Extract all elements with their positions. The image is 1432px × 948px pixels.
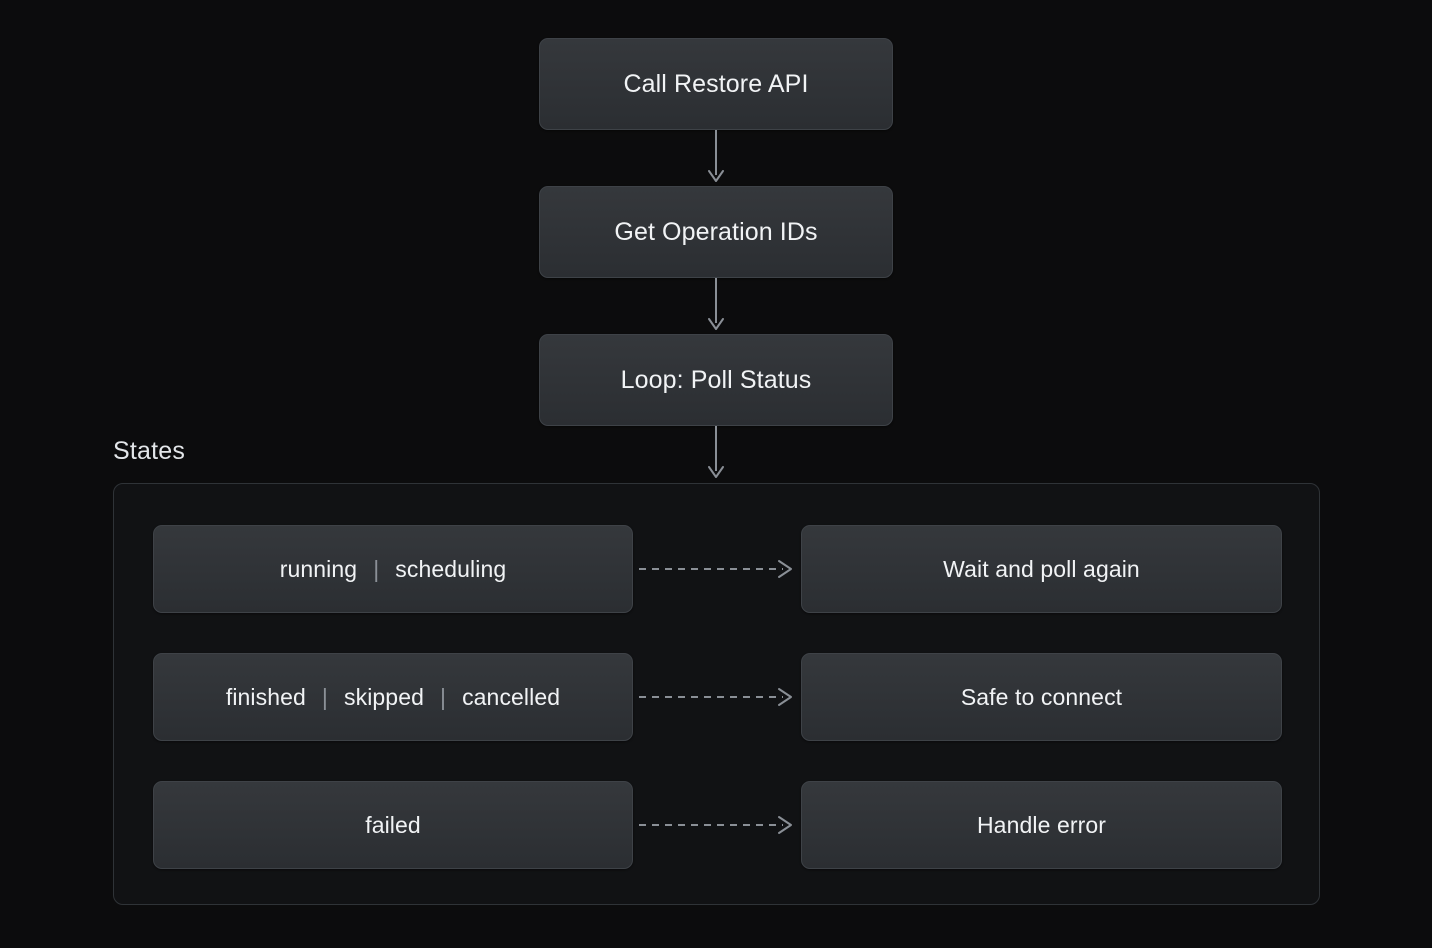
node-call-restore-api[interactable]: Call Restore API: [539, 38, 893, 130]
node-label: Get Operation IDs: [614, 217, 818, 246]
arrow-loop-poll-status-to-states: [706, 426, 726, 484]
state-box-failed[interactable]: failed: [153, 781, 633, 869]
action-box-wait-and-poll-again[interactable]: Wait and poll again: [801, 525, 1282, 613]
state-separator: |: [439, 683, 447, 710]
dashed-arrow-running-scheduling-to-action: [639, 557, 799, 581]
state-row: finished | skipped | cancelled Safe to c…: [114, 653, 1319, 741]
state-separator: |: [321, 683, 328, 710]
arrow-get-operation-ids-to-loop-poll-status: [706, 278, 726, 336]
action-label: Handle error: [976, 811, 1107, 838]
state-name: skipped: [344, 683, 424, 710]
node-loop-poll-status[interactable]: Loop: Poll Status: [539, 334, 893, 426]
action-label: Wait and poll again: [943, 555, 1140, 582]
action-box-handle-error[interactable]: Handle error: [801, 781, 1282, 869]
node-label: Call Restore API: [623, 69, 809, 98]
arrow-call-restore-api-to-get-operation-ids: [706, 130, 726, 188]
node-label: Loop: Poll Status: [620, 365, 812, 394]
state-separator: |: [373, 555, 380, 582]
state-name: scheduling: [395, 555, 507, 582]
dashed-arrow-finished-skipped-cancelled-to-action: [639, 685, 799, 709]
action-label: Safe to connect: [960, 683, 1123, 710]
action-box-safe-to-connect[interactable]: Safe to connect: [801, 653, 1282, 741]
state-name: finished: [225, 683, 306, 710]
states-group-title: States: [113, 437, 186, 465]
state-box-finished-skipped-cancelled[interactable]: finished | skipped | cancelled: [153, 653, 633, 741]
state-row: running | scheduling Wait and poll again: [114, 525, 1319, 613]
state-name: failed: [365, 811, 421, 838]
state-row: failed Handle error: [114, 781, 1319, 869]
dashed-arrow-failed-to-action: [639, 813, 799, 837]
state-name: running: [279, 555, 358, 582]
state-box-running-scheduling[interactable]: running | scheduling: [153, 525, 633, 613]
node-get-operation-ids[interactable]: Get Operation IDs: [539, 186, 893, 278]
states-group-container: running | scheduling Wait and poll again…: [113, 483, 1320, 905]
state-name: cancelled: [462, 683, 561, 710]
